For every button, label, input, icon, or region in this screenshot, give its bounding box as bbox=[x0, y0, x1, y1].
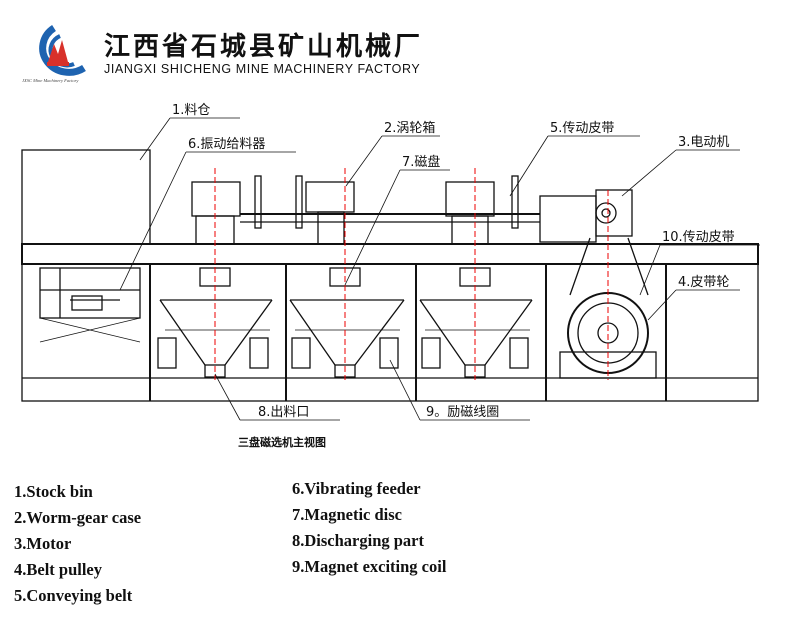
legend-item: 3.Motor bbox=[14, 534, 72, 553]
callout-magnetic-disc: 7.磁盘 bbox=[402, 154, 440, 170]
vibrating-feeder bbox=[39, 267, 141, 343]
logo-caption: JXSC Mine Machinery Factory bbox=[22, 78, 79, 83]
legend-item: 4.Belt pulley bbox=[14, 560, 103, 579]
legend-item: 8.Discharging part bbox=[292, 531, 424, 550]
legend-item: 2.Worm-gear case bbox=[14, 508, 142, 527]
legend-right: 6.Vibrating feeder 7.Magnetic disc 8.Dis… bbox=[292, 476, 446, 580]
callout-stock-bin: 1.料仓 bbox=[172, 103, 210, 118]
drawing-caption: 三盘磁选机主视图 bbox=[238, 435, 326, 449]
legend-item: 6.Vibrating feeder bbox=[292, 479, 421, 498]
frame-body bbox=[21, 263, 759, 402]
legend-item: 1.Stock bin bbox=[14, 482, 93, 501]
callout-vibrating-feeder: 6.振动给料器 bbox=[188, 137, 265, 152]
company-name-en: JIANGXI SHICHENG MINE MACHINERY FACTORY bbox=[104, 62, 421, 76]
legend-item: 5.Conveying belt bbox=[14, 586, 133, 605]
callout-worm-gear-case: 2.涡轮箱 bbox=[384, 120, 435, 136]
callout-conveying-belt: 5.传动皮带 bbox=[550, 121, 614, 136]
callout-belt-pulley: 4.皮带轮 bbox=[678, 275, 729, 290]
legend-item: 9.Magnet exciting coil bbox=[292, 557, 447, 576]
callout-transmission-belt: 10.传动皮带 bbox=[662, 230, 735, 245]
legend-left: 1.Stock bin 2.Worm-gear case 3.Motor 4.B… bbox=[14, 479, 141, 609]
worm-gear-cases bbox=[191, 175, 540, 245]
callout-motor: 3.电动机 bbox=[678, 135, 729, 150]
callout-magnet-coil: 9。励磁线圈 bbox=[426, 405, 499, 420]
legend-item: 7.Magnetic disc bbox=[292, 505, 402, 524]
callout-discharging-part: 8.出料口 bbox=[258, 405, 309, 420]
company-logo bbox=[14, 22, 96, 82]
top-beam bbox=[21, 243, 759, 265]
motor bbox=[539, 189, 633, 243]
company-name-cn: 江西省石城县矿山机械厂 bbox=[104, 32, 424, 62]
stock-bin bbox=[21, 149, 151, 245]
